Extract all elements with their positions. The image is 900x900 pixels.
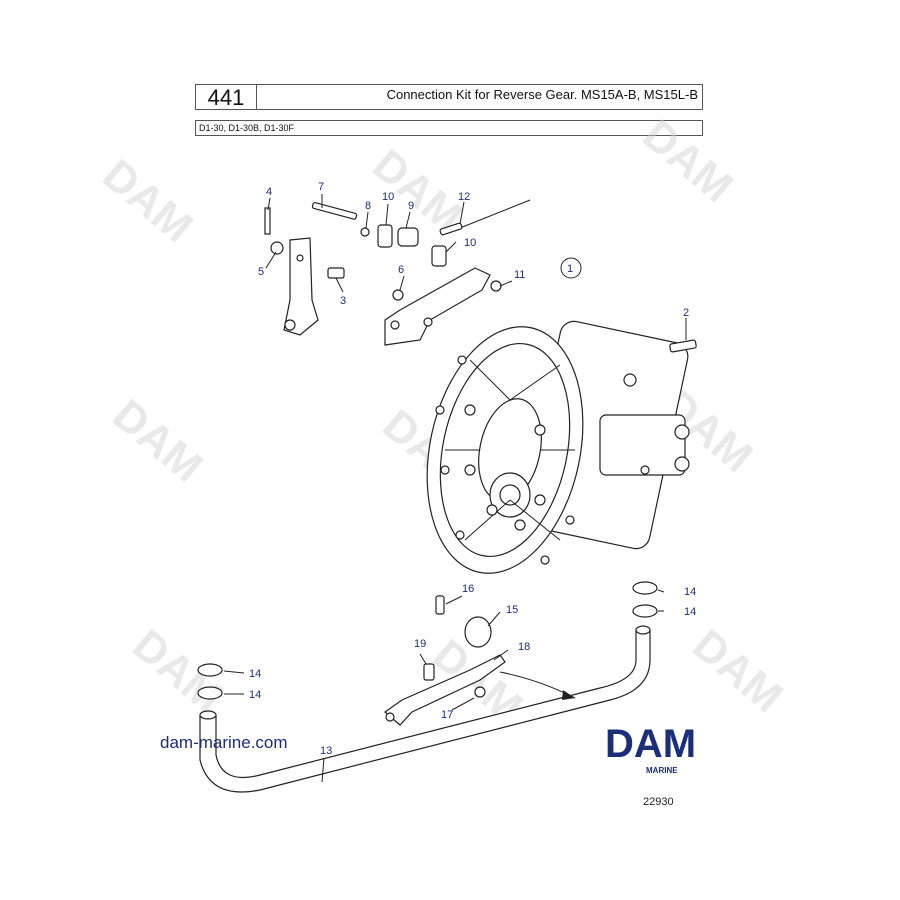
callout-2: 2 [683, 307, 689, 319]
watermark: DAM [94, 150, 202, 252]
callout-10a: 10 [382, 191, 394, 203]
hose-bracket [384, 595, 576, 726]
page-number: 441 [196, 85, 257, 110]
callout-18: 18 [518, 641, 530, 653]
callout-10b: 10 [464, 237, 476, 249]
callout-7: 7 [318, 181, 324, 193]
logo-subtext: MARINE [646, 766, 678, 775]
engine-models: D1-30, D1-30B, D1-30F [195, 120, 703, 136]
callout-13: 13 [320, 745, 332, 757]
callout-1: 1 [567, 263, 573, 275]
callout-19: 19 [414, 638, 426, 650]
callout-17: 17 [441, 709, 453, 721]
figure-number: 22930 [643, 796, 674, 808]
bolt-2 [669, 339, 697, 353]
callout-14a: 14 [684, 586, 696, 598]
watermark: DAM [104, 390, 212, 492]
callout-9: 9 [408, 200, 414, 212]
callout-14d: 14 [249, 689, 261, 701]
hose-clamps [197, 581, 658, 700]
hose [199, 629, 651, 793]
mounting-plate [384, 267, 502, 346]
diagram-title: Connection Kit for Reverse Gear. MS15A-B… [386, 87, 698, 102]
part-callouts: 1 2 3 4 5 6 7 8 10 9 12 10 11 14 14 16 1… [249, 181, 696, 757]
logo-text: DAM [605, 723, 696, 765]
header-box: 441 Connection Kit for Reverse Gear. MS1… [195, 84, 703, 110]
callout-12: 12 [458, 191, 470, 203]
lever-bracket [264, 207, 345, 336]
watermark: DAM [634, 110, 742, 212]
callout-14c: 14 [249, 668, 261, 680]
callout-11: 11 [514, 269, 525, 281]
callout-6: 6 [398, 264, 404, 276]
watermark: DAM [684, 620, 792, 722]
callout-5: 5 [258, 266, 264, 278]
website-url[interactable]: dam-marine.com [160, 733, 288, 752]
reverse-gear-housing [426, 320, 690, 574]
leader-lines [223, 194, 687, 783]
callout-3: 3 [340, 295, 346, 307]
dam-logo: DAM [605, 723, 696, 765]
callout-circle [560, 257, 582, 279]
callout-15: 15 [506, 604, 518, 616]
callout-4: 4 [266, 186, 272, 198]
link-assembly [311, 201, 447, 267]
callout-16: 16 [462, 583, 474, 595]
callout-14b: 14 [684, 606, 696, 618]
control-cable [439, 199, 531, 236]
callout-8: 8 [365, 200, 371, 212]
